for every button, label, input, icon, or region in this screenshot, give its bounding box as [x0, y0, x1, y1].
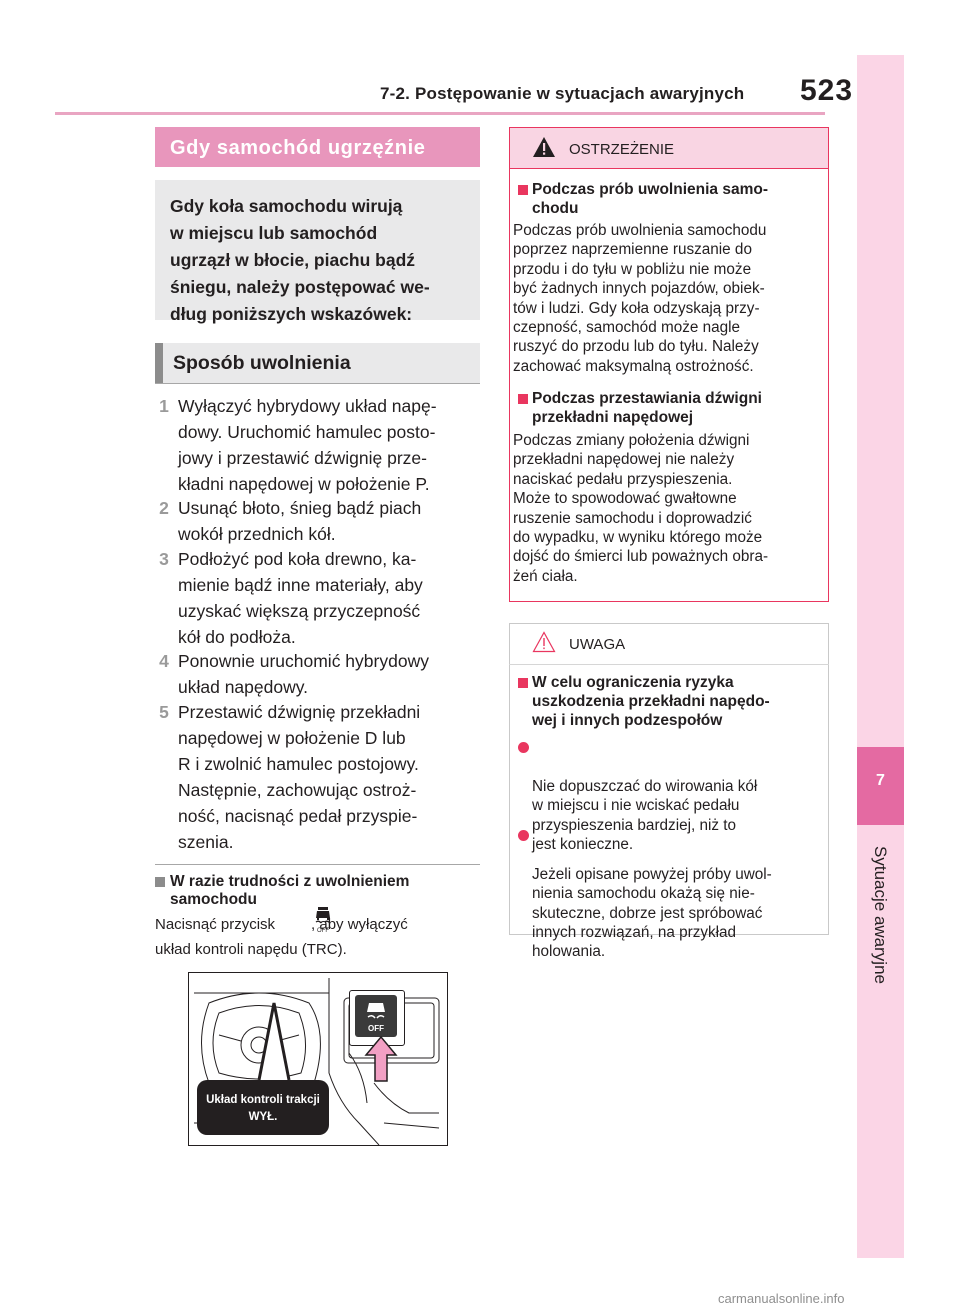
- trc-icon-label: OFF: [317, 928, 329, 934]
- square-bullet-icon: [518, 678, 528, 688]
- illustration-label-box: [197, 1080, 329, 1135]
- caution-box: [509, 623, 829, 935]
- note-body-after-icon: , aby wyłączyć: [311, 916, 408, 933]
- intro-text: Gdy koła samochodu wirują w miejscu lub …: [170, 196, 430, 324]
- step-number: 2: [159, 498, 169, 518]
- warning-paragraph-1: Podczas prób uwolnienia samochodu poprze…: [513, 222, 767, 375]
- step-text: Przestawić dźwignię przekładni napędowej…: [178, 702, 421, 852]
- warning-triangle-icon: [533, 137, 555, 157]
- warning-header: [509, 127, 829, 169]
- intro-box: [155, 180, 480, 320]
- warning-title: OSTRZEŻENIE: [569, 141, 675, 158]
- step-text: Usunąć błoto, śnieg bądź piach wokół prz…: [178, 498, 422, 544]
- trc-off-button: OFF: [355, 995, 397, 1037]
- subsection-rule: [155, 383, 480, 384]
- round-bullet-icon: [518, 742, 529, 753]
- note-body-line-1: Nacisnąć przycisk , aby wyłączyć: [155, 916, 408, 933]
- note-heading: W razie trudności z uwolnieniem samochod…: [155, 873, 475, 909]
- caution-header-rule: [509, 664, 829, 665]
- illustration-label-line-2: WYŁ.: [248, 1111, 278, 1123]
- step-number: 1: [159, 396, 169, 416]
- step-text: Wyłączyć hybrydowy układ napę- dowy. Uru…: [178, 396, 437, 494]
- step-2: 2 Usunąć błoto, śnieg bądź piach wokół p…: [155, 495, 475, 547]
- warning-subheading-1: Podczas prób uwolnienia samo- chodu: [518, 180, 818, 218]
- warning-box: [509, 127, 829, 602]
- chapter-label: Sytuacje awaryjne: [871, 846, 890, 984]
- caution-bullet-1: Nie dopuszczać do wirowania kół w miejsc…: [518, 738, 818, 874]
- step-number: 3: [159, 549, 169, 569]
- caution-subheading-text: W celu ograniczenia ryzyka uszkodzenia p…: [532, 674, 770, 729]
- caution-bullet-2: Jeżeli opisane powyżej próby uwol- nieni…: [518, 826, 818, 981]
- step-3: 3 Podłożyć pod koła drewno, ka- mienie b…: [155, 546, 475, 650]
- section-title: Gdy samochód ugrzęźnie: [170, 137, 426, 159]
- step-5: 5 Przestawić dźwignię przekładni napędow…: [155, 699, 475, 855]
- step-number: 5: [159, 702, 169, 722]
- round-bullet-icon: [518, 830, 529, 841]
- callout-pointer: [257, 1002, 291, 1081]
- chapter-number-box: [857, 747, 904, 825]
- trc-button-label: OFF: [368, 1024, 384, 1033]
- square-bullet-icon: [518, 394, 528, 404]
- running-header-title: 7-2. Postępowanie w sytuacjach awaryjnyc…: [380, 84, 745, 103]
- caution-subheading: W celu ograniczenia ryzyka uszkodzenia p…: [518, 673, 818, 730]
- watermark: carmanualsonline.info: [718, 1291, 845, 1306]
- square-bullet-icon: [155, 877, 165, 887]
- caution-triangle-icon: [532, 631, 556, 653]
- step-text: Podłożyć pod koła drewno, ka- mienie bąd…: [178, 549, 423, 647]
- note-heading-text: W razie trudności z uwolnieniem samochod…: [170, 873, 410, 908]
- note-rule: [155, 864, 480, 865]
- warning-paragraph-2: Podczas zmiany położenia dźwigni przekła…: [513, 432, 769, 585]
- illustration-label-line-1: Układ kontroli trakcji: [206, 1094, 320, 1106]
- step-1: 1 Wyłączyć hybrydowy układ napę- dowy. U…: [155, 393, 475, 497]
- chapter-number: 7: [876, 772, 885, 789]
- page-number: 523: [800, 74, 854, 107]
- subsection-title: Sposób uwolnienia: [173, 352, 351, 374]
- warning-subheading-text: Podczas prób uwolnienia samo- chodu: [532, 181, 768, 217]
- note-body-before-icon: Nacisnąć przycisk: [155, 916, 276, 933]
- caution-bullet-text: Jeżeli opisane powyżej próby uwol- nieni…: [532, 865, 772, 961]
- warning-subheading-text: Podczas przestawiania dźwigni przekładni…: [532, 390, 762, 426]
- step-number: 4: [159, 651, 169, 671]
- note-body-line-2: układ kontroli napędu (TRC).: [155, 941, 347, 958]
- square-bullet-icon: [518, 185, 528, 195]
- step-text: Ponownie uruchomić hybrydowy układ napęd…: [178, 651, 429, 697]
- section-title-bar: [155, 127, 480, 167]
- header-rule: [55, 112, 825, 115]
- caution-bullet-text: Nie dopuszczać do wirowania kół w miejsc…: [532, 777, 758, 854]
- subsection-accent: [155, 343, 163, 383]
- arrow-up-icon: [364, 1035, 398, 1082]
- caution-title: UWAGA: [569, 636, 626, 653]
- subsection-title-box: [155, 343, 480, 383]
- trc-off-icon: OFF: [315, 907, 331, 934]
- step-4: 4 Ponownie uruchomić hybrydowy układ nap…: [155, 648, 475, 700]
- warning-subheading-2: Podczas przestawiania dźwigni przekładni…: [518, 389, 818, 427]
- trc-off-button-icon: OFF: [367, 1003, 385, 1033]
- chapter-tab-strip: [857, 55, 904, 1258]
